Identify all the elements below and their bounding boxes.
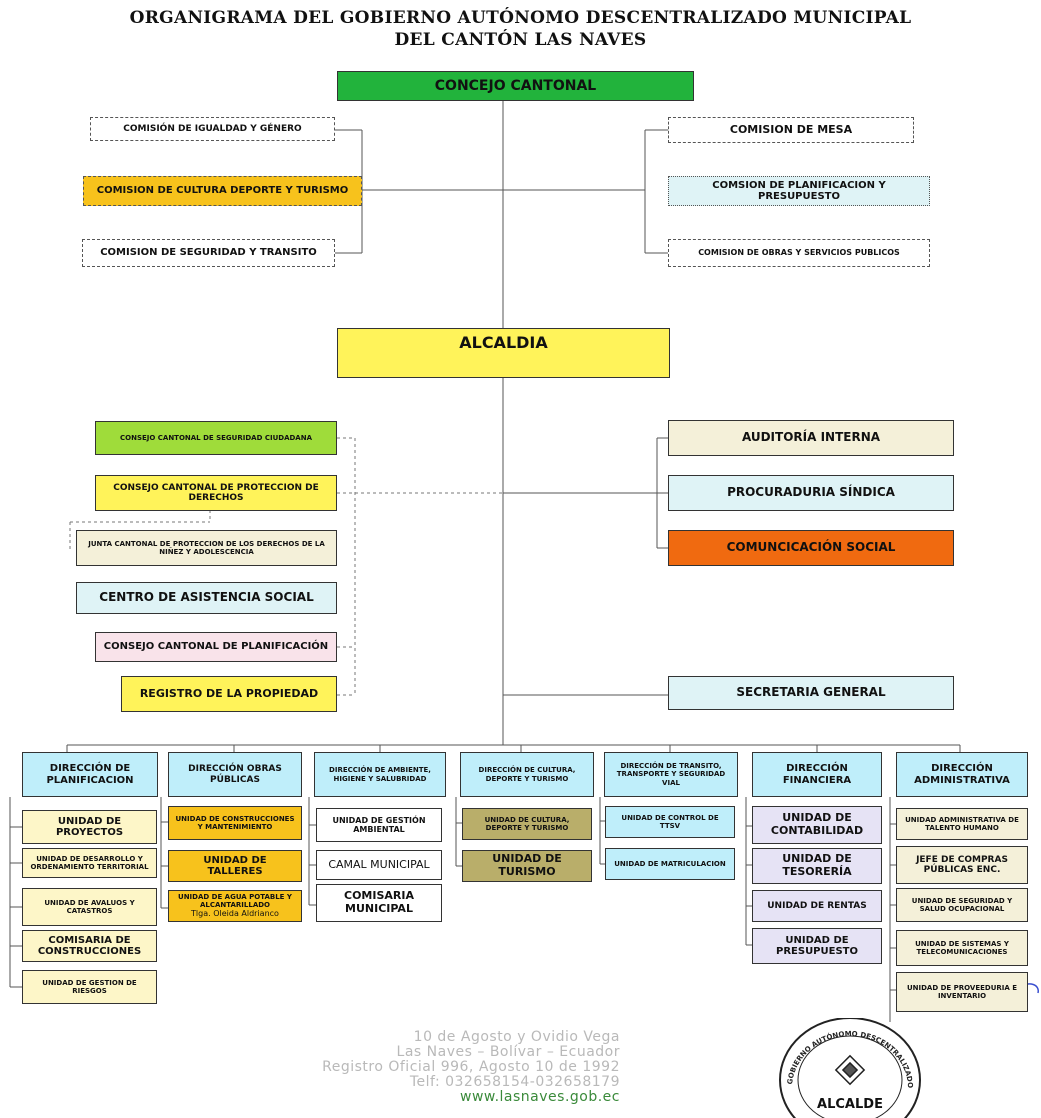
comision-seguridad-box: COMISION DE SEGURIDAD Y TRANSITO [82,239,335,267]
footer-website: www.lasnaves.gob.ec [460,1089,620,1105]
direccion-financiera-box: DIRECCIÓN FINANCIERA [752,752,882,797]
compras-publicas-box: JEFE DE COMPRAS PÚBLICAS ENC. [896,846,1028,884]
unidad-agua-box: UNIDAD DE AGUA POTABLE Y ALCANTARILLADO … [168,890,302,922]
comision-mesa-box: COMISION DE MESA [668,117,914,143]
auditoria-box: AUDITORÍA INTERNA [668,420,954,456]
registro-propiedad-box: REGISTRO DE LA PROPIEDAD [121,676,337,712]
unidad-proyectos-box: UNIDAD DE PROYECTOS [22,810,157,844]
unidad-construcciones-box: UNIDAD DE CONSTRUCCIONES Y MANTENIMIENTO [168,806,302,840]
junta-proteccion-box: JUNTA CANTONAL DE PROTECCION DE LOS DERE… [76,530,337,566]
alcalde-seal-icon: GOBIERNO AUTÓNOMO DESCENTRALIZADO MUNICI… [770,1018,921,1118]
seal-ring-text: GOBIERNO AUTÓNOMO DESCENTRALIZADO MUNICI… [770,1018,914,1088]
direccion-cultura-box: DIRECCIÓN DE CULTURA, DEPORTE Y TURISMO [460,752,594,797]
unidad-matriculacion-box: UNIDAD DE MATRICULACION [605,848,735,880]
footer-line-1: 10 de Agosto y Ovidio Vega [413,1029,620,1045]
unidad-talleres-box: UNIDAD DE TALLERES [168,850,302,882]
unidad-gestion-ambiental-box: UNIDAD DE GESTIÓN AMBIENTAL [316,808,442,842]
footer-line-4: Telf: 032658154-032658179 [409,1074,620,1090]
direccion-obras-box: DIRECCIÓN OBRAS PÚBLICAS [168,752,302,797]
direccion-transito-box: DIRECCIÓN DE TRANSITO, TRANSPORTE Y SEGU… [604,752,738,797]
alcaldia-box: ALCALDIA [337,328,670,378]
centro-asistencia-box: CENTRO DE ASISTENCIA SOCIAL [76,582,337,614]
unidad-sistemas-box: UNIDAD DE SISTEMAS Y TELECOMUNICACIONES [896,930,1028,966]
unidad-rentas-box: UNIDAD DE RENTAS [752,890,882,922]
procuraduria-box: PROCURADURIA SÍNDICA [668,475,954,511]
footer-line-2: Las Naves – Bolívar – Ecuador [396,1044,620,1060]
direccion-ambiente-box: DIRECCIÓN DE AMBIENTE, HIGIENE Y SALUBRI… [314,752,446,797]
footer-address: 10 de Agosto y Ovidio Vega Las Naves – B… [0,1030,620,1105]
unidad-agua-signature: Tlga. Oleida Aldrianco [191,909,279,919]
comision-planificacion-box: COMSION DE PLANIFICACION Y PRESUPUESTO [668,176,930,206]
comunicacion-social-box: COMUNCICACIÓN SOCIAL [668,530,954,566]
direccion-administrativa-box: DIRECCIÓN ADMINISTRATIVA [896,752,1028,797]
unidad-cultura-box: UNIDAD DE CULTURA, DEPORTE Y TURISMO [462,808,592,840]
comision-cultura-box: COMISION DE CULTURA DEPORTE Y TURISMO [83,176,362,206]
unidad-desarrollo-box: UNIDAD DE DESARROLLO Y ORDENAMIENTO TERR… [22,848,157,878]
seal-label: ALCALDE [817,1097,883,1112]
comision-igualdad-box: COMISIÓN DE IGUALDAD Y GÉNERO [90,117,335,141]
unidad-proveeduria-box: UNIDAD DE PROVEEDURIA E INVENTARIO [896,972,1028,1012]
comisaria-municipal-box: COMISARIA MUNICIPAL [316,884,442,922]
unidad-riesgos-box: UNIDAD DE GESTION DE RIESGOS [22,970,157,1004]
unidad-turismo-box: UNIDAD DE TURISMO [462,850,592,882]
unidad-agua-label: UNIDAD DE AGUA POTABLE Y ALCANTARILLADO [178,893,292,910]
consejo-planificacion-box: CONSEJO CANTONAL DE PLANIFICACIÓN [95,632,337,662]
unidad-control-box: UNIDAD DE CONTROL DE TTSV [605,806,735,838]
chart-subtitle: DEL CANTÓN LAS NAVES [394,30,647,50]
unidad-tesoreria-box: UNIDAD DE TESORERÍA [752,848,882,884]
comision-obras-box: COMISION DE OBRAS Y SERVICIOS PUBLICOS [668,239,930,267]
direccion-planificacion-box: DIRECCIÓN DE PLANIFICACION [22,752,158,797]
unidad-seguridad-salud-box: UNIDAD DE SEGURIDAD Y SALUD OCUPACIONAL [896,888,1028,922]
svg-text:GOBIERNO AUTÓNOMO DESCENTRALIZ: GOBIERNO AUTÓNOMO DESCENTRALIZADO MUNICI… [770,1018,914,1088]
unidad-talento-humano-box: UNIDAD ADMINISTRATIVA DE TALENTO HUMANO [896,808,1028,840]
comisaria-construcciones-box: COMISARIA DE CONSTRUCCIONES [22,930,157,962]
concejo-cantonal-box: CONCEJO CANTONAL [337,71,694,101]
unidad-avaluos-box: UNIDAD DE AVALUOS Y CATASTROS [22,888,157,926]
secretaria-general-box: SECRETARIA GENERAL [668,676,954,710]
unidad-presupuesto-box: UNIDAD DE PRESUPUESTO [752,928,882,964]
camal-municipal-box: CAMAL MUNICIPAL [316,850,442,880]
consejo-proteccion-box: CONSEJO CANTONAL DE PROTECCION DE DERECH… [95,475,337,511]
chart-title: ORGANIGRAMA DEL GOBIERNO AUTÓNOMO DESCEN… [129,8,912,28]
unidad-contabilidad-box: UNIDAD DE CONTABILIDAD [752,806,882,844]
consejo-seguridad-box: CONSEJO CANTONAL DE SEGURIDAD CIUDADANA [95,421,337,455]
footer-line-3: Registro Oficial 996, Agosto 10 de 1992 [322,1059,620,1075]
